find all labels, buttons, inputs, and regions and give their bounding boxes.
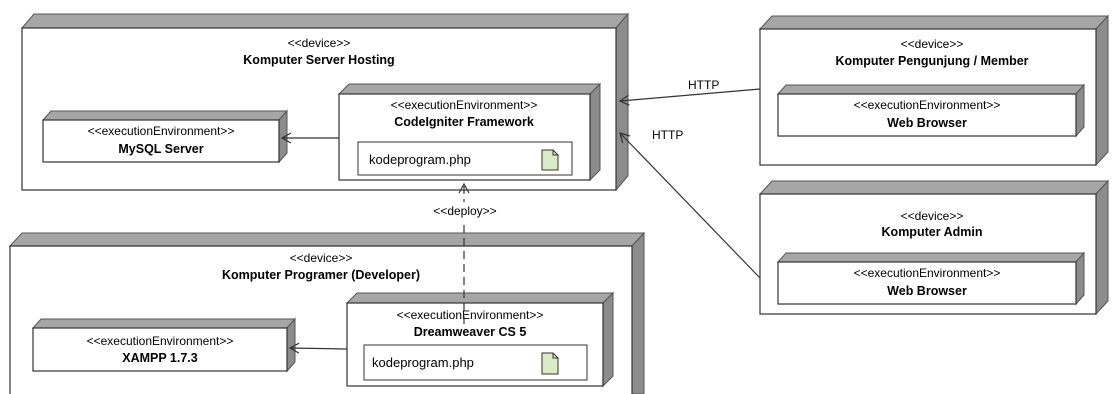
server-name: Komputer Server Hosting (243, 53, 394, 67)
codeigniter-stereotype: <<executionEnvironment>> (391, 98, 538, 112)
dreamweaver-name: Dreamweaver CS 5 (414, 325, 527, 339)
env-dreamweaver[interactable]: <<executionEnvironment>> Dreamweaver CS … (345, 291, 615, 388)
mysql-stereotype: <<executionEnvironment>> (88, 124, 235, 138)
connector-http-admin (619, 132, 761, 279)
env-web-browser-admin[interactable]: <<executionEnvironment>> Web Browser (776, 251, 1086, 306)
visitor-stereotype: <<device>> (901, 37, 964, 51)
deploy-label: <<deploy>> (433, 204, 496, 218)
admin-browser-stereotype: <<executionEnvironment>> (854, 266, 1001, 280)
visitor-browser-name: Web Browser (887, 116, 967, 130)
codeigniter-name: CodeIgniter Framework (394, 115, 534, 129)
admin-browser-name: Web Browser (887, 284, 967, 298)
artifact-kodeprogram-server[interactable]: kodeprogram.php (357, 141, 573, 176)
admin-stereotype: <<device>> (901, 209, 964, 223)
admin-name: Komputer Admin (882, 225, 983, 239)
deploy-label-bg (411, 202, 519, 220)
env-codeigniter[interactable]: <<executionEnvironment>> CodeIgniter Fra… (337, 82, 602, 182)
env-web-browser-visitor[interactable]: <<executionEnvironment>> Web Browser (776, 83, 1086, 138)
dreamweaver-stereotype: <<executionEnvironment>> (397, 308, 544, 322)
server-stereotype: <<device>> (288, 36, 351, 50)
connector-dreamweaver-xampp (288, 342, 348, 354)
developer-stereotype: <<device>> (290, 251, 353, 265)
visitor-name: Komputer Pengunjung / Member (835, 54, 1028, 68)
xampp-name: XAMPP 1.7.3 (122, 351, 198, 365)
artifact-label: kodeprogram.php (372, 355, 474, 370)
artifact-label: kodeprogram.php (369, 152, 471, 167)
env-xampp[interactable]: <<executionEnvironment>> XAMPP 1.7.3 (31, 317, 297, 373)
env-mysql-server[interactable]: <<executionEnvironment>> MySQL Server (41, 109, 289, 164)
developer-name: Komputer Programer (Developer) (222, 268, 420, 282)
connector-http-visitor (618, 88, 761, 106)
mysql-name: MySQL Server (118, 142, 203, 156)
http-label-admin: HTTP (652, 128, 683, 142)
file-icon (541, 352, 559, 375)
http-label-visitor: HTTP (688, 78, 719, 92)
xampp-stereotype: <<executionEnvironment>> (87, 334, 234, 348)
file-icon (541, 149, 559, 171)
visitor-browser-stereotype: <<executionEnvironment>> (854, 98, 1001, 112)
artifact-kodeprogram-developer[interactable]: kodeprogram.php (363, 344, 588, 381)
